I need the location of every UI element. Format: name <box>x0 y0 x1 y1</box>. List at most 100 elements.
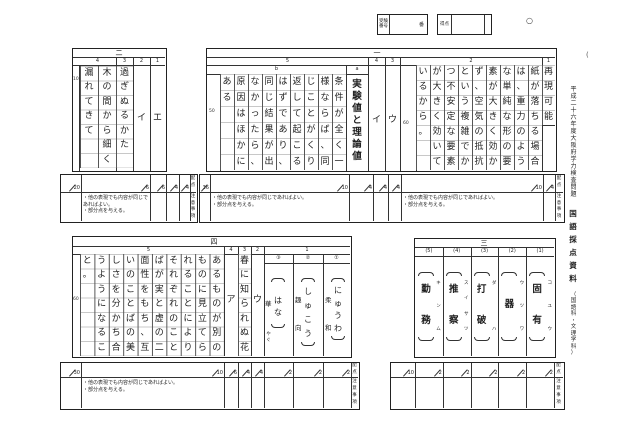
divider <box>81 363 82 408</box>
exam-number-label: 受験番号 <box>378 15 390 34</box>
grid-char: ら <box>418 112 428 122</box>
grid-char: 、 <box>516 82 526 92</box>
section-1-score-table: 36 10 4 4 4 10 4 ・他の表現でも内容が同じであればよい。 ・部分… <box>199 174 565 223</box>
grid-char: イ <box>464 296 469 301</box>
grid-char: が <box>154 270 164 281</box>
note-line: ・部分点を与える。 <box>403 201 448 208</box>
divider <box>323 254 324 356</box>
grid-char: と <box>183 299 193 310</box>
grid-char: 科 <box>570 343 577 350</box>
divider <box>526 247 528 356</box>
item3-points: 2 <box>487 371 497 376</box>
q5-answer-grid: あるものが別のものに見立てられることによりそれぞれのことばが実と虚の二面性をもち… <box>80 254 224 356</box>
grid-char: 六 <box>570 113 577 121</box>
grid-char: 出 <box>264 156 274 167</box>
grid-char: 。 <box>418 127 428 137</box>
item4-number: (4) <box>453 248 461 254</box>
grid-char: に <box>97 299 107 310</box>
grid-char: か <box>236 140 246 151</box>
grid-char: う <box>334 311 342 321</box>
divider <box>166 175 167 221</box>
notes-header-label: 注意事項 <box>190 194 196 220</box>
divider <box>470 363 472 408</box>
item1-points-cell: 2 <box>526 363 554 377</box>
divider <box>388 175 389 221</box>
exam-number-unit: 番 <box>418 22 424 28</box>
grid-char: 問 <box>570 183 577 191</box>
notes-header-label: 注意事項 <box>555 194 563 220</box>
grid-char: 紙 <box>530 67 540 77</box>
item4-reading: スイサツ <box>463 276 470 338</box>
item3-reading: ダハ <box>491 261 498 353</box>
grid-char: 単 <box>502 82 512 92</box>
note-line: ・部分点を与える。 <box>212 201 257 208</box>
grid-char: 注 <box>556 194 562 199</box>
grid-char: を <box>140 284 150 295</box>
notes-header-label: 注意事項 <box>554 379 563 407</box>
grid-char: 気 <box>474 112 484 122</box>
grid-char: ら <box>250 140 260 151</box>
grid-char: は <box>236 108 246 119</box>
circle-mark: ○ <box>526 16 533 25</box>
side-title-subject: （国語科・文理学科） <box>569 292 578 357</box>
q2-points: 4 <box>168 186 178 191</box>
divider <box>73 65 165 66</box>
grid-char: の <box>516 127 526 137</box>
grid-char: に <box>236 156 246 167</box>
grid-char: る <box>183 270 193 281</box>
grid-char: う <box>516 157 526 167</box>
section-3-answers: 三 (5) (4) (3) (2) (1) 勤務 キンム 推察 スイサツ 打破 … <box>414 238 556 358</box>
divider <box>79 65 80 171</box>
grid-char: 返 <box>292 76 302 87</box>
grid-char: と <box>169 342 179 353</box>
grid-char: に <box>183 313 193 324</box>
grid-char: ツ <box>464 327 469 332</box>
divider <box>73 246 350 247</box>
q1-number: 1 <box>155 58 160 64</box>
q2-answer-grid: 紙が落ちる場合は、重力のような単純な形の要素が大きく効かず、空気の抵抗という複雑… <box>416 65 542 170</box>
grid-char: れ <box>239 313 249 324</box>
grid-char: 意 <box>556 200 562 206</box>
section-2-heading: 二 <box>115 49 123 57</box>
grid-char: 事 <box>352 393 357 399</box>
grid-char: ば <box>154 255 164 266</box>
divider <box>251 246 252 356</box>
grid-char: 項 <box>190 213 196 219</box>
total-points-cell: 20 <box>61 175 81 192</box>
divider <box>351 363 352 408</box>
grid-char: 間 <box>102 96 112 107</box>
points-header-label: 配点 <box>555 176 563 190</box>
grid-char: ら <box>320 108 330 119</box>
grid-char: 打 <box>476 283 487 295</box>
grid-char: り <box>183 342 193 353</box>
divider <box>373 175 374 221</box>
q5-char-marker: 60 <box>73 297 79 302</box>
divider <box>224 246 225 356</box>
grid-char: 効 <box>432 127 442 137</box>
q4-answer-grid: 木の間から細く漏れてきて <box>80 66 116 168</box>
grid-char: の <box>102 82 112 93</box>
bracket-close-icon <box>418 337 434 341</box>
item5-points-cell: 2 <box>415 363 443 377</box>
note-line: ・他の表現でも内容が同じであればよい。 <box>212 195 307 201</box>
grid-char: ワ <box>519 327 525 333</box>
section-2-answers: 二 4 3 2 1 木の間から細く漏れてきて 10 過ぎぬるかた イ エ <box>72 48 167 172</box>
q1-item2-number: ② <box>305 255 311 261</box>
grid-char: 同 <box>264 76 274 87</box>
q2-answer: ウ <box>252 295 262 305</box>
grid-char: 題 <box>570 190 577 198</box>
grid-char: う <box>97 255 107 266</box>
grid-char: コ <box>547 281 552 287</box>
grid-char: る <box>119 111 129 122</box>
divider <box>498 247 500 356</box>
item4-answer: 推察 <box>446 274 462 336</box>
grid-char: ツ <box>519 304 525 310</box>
grid-char: 学 <box>570 337 577 343</box>
grid-char: 点 <box>556 369 561 375</box>
section-4-heading: 四 <box>210 238 218 246</box>
q1-item1-kanji-top: 柔 <box>325 296 332 304</box>
grid-char: ハ <box>491 326 497 332</box>
grid-char: て <box>432 157 442 167</box>
item2-answer: 器 <box>501 274 517 336</box>
q3-points-cell: 4 <box>238 363 251 377</box>
